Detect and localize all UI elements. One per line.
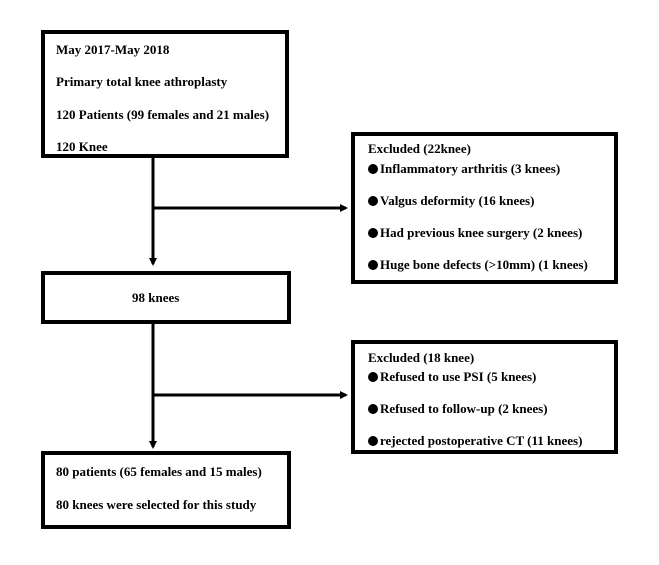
excluded1-item: Valgus deformity (16 knees) — [368, 193, 534, 209]
box-start — [41, 30, 289, 158]
excluded2-item: rejected postoperative CT (11 knees) — [368, 433, 582, 449]
excluded1-item: Huge bone defects (>10mm) (1 knees) — [368, 257, 588, 273]
excluded1-item: Inflammatory arthritis (3 knees) — [368, 161, 560, 177]
start-line-procedure: Primary total knee athroplasty — [56, 74, 228, 89]
box-final — [41, 451, 291, 529]
final-line-knees: 80 knees were selected for this study — [56, 497, 257, 512]
start-line-patients: 120 Patients (99 females and 21 males) — [56, 107, 270, 122]
start-line-knees: 120 Knee — [56, 139, 108, 154]
final-line-patients: 80 patients (65 females and 15 males) — [56, 464, 262, 479]
excluded2-heading: Excluded (18 knee) — [368, 350, 475, 365]
box-excluded-2 — [351, 340, 618, 454]
bullet-icon — [368, 436, 378, 446]
excluded1-heading: Excluded (22knee) — [368, 141, 471, 156]
bullet-icon — [368, 260, 378, 270]
bullet-icon — [368, 228, 378, 238]
bullet-icon — [368, 404, 378, 414]
bullet-icon — [368, 164, 378, 174]
bullet-icon — [368, 372, 378, 382]
middle-text: 98 knees — [132, 290, 180, 305]
excluded2-item: Refused to use PSI (5 knees) — [368, 369, 536, 385]
excluded2-item: Refused to follow-up (2 knees) — [368, 401, 548, 417]
excluded1-item: Had previous knee surgery (2 knees) — [368, 225, 582, 241]
start-line-period: May 2017-May 2018 — [56, 42, 170, 57]
box-excluded-1 — [351, 132, 618, 284]
bullet-icon — [368, 196, 378, 206]
box-middle — [41, 271, 291, 324]
